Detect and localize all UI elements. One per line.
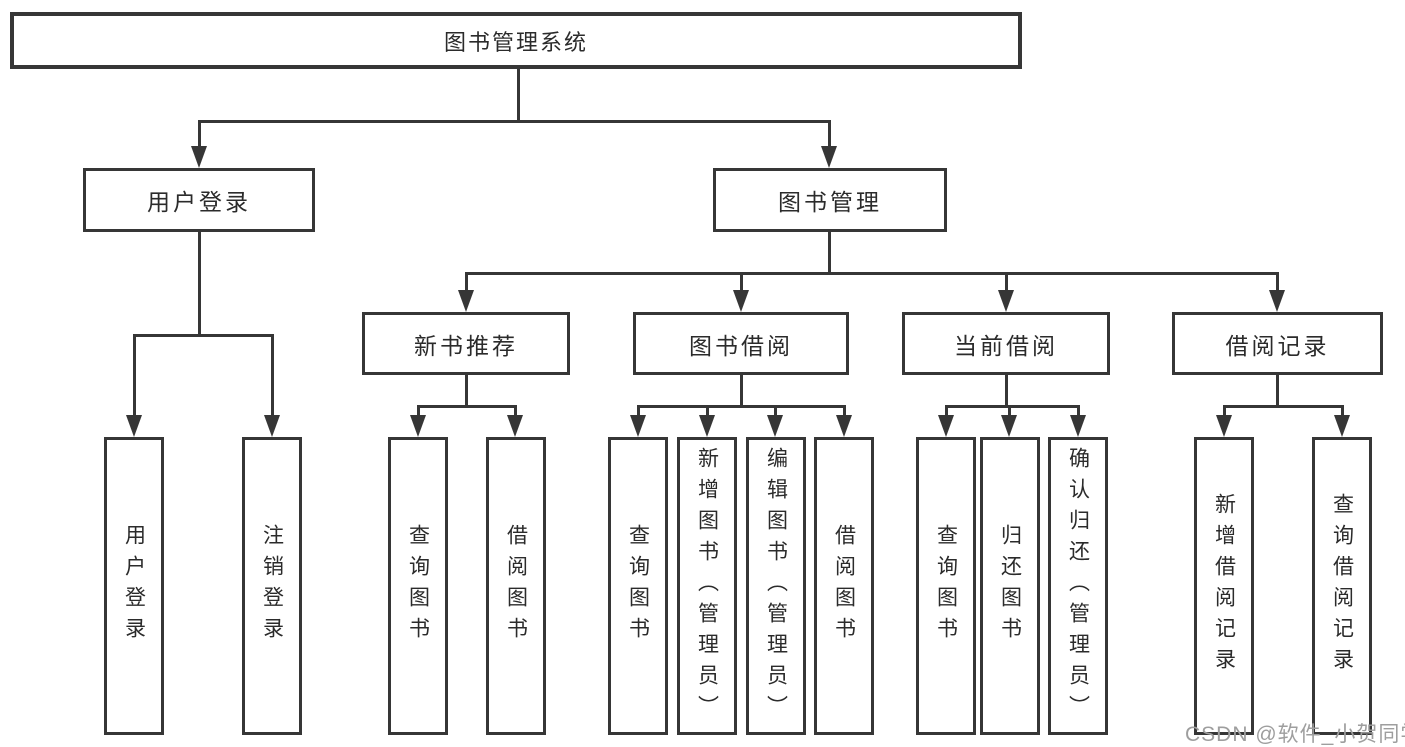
node-book-borrowing: 图书借阅 [633,312,849,375]
connector-line [417,405,420,418]
leaf-query-borrow-record: 查询借阅记录 [1312,437,1372,735]
arrow-down-icon [1269,290,1285,312]
node-label: 注销登录 [260,524,284,648]
connector-line [1005,375,1008,408]
connector-line [465,375,468,408]
arrow-down-icon [733,290,749,312]
connector-line [133,334,274,337]
node-label: 归还图书 [998,524,1022,648]
arrow-down-icon [767,415,783,437]
watermark: CSDN @软件_小贺同学 [1185,723,1405,746]
node-label: 新书推荐 [414,332,518,359]
node-label: 图书管理系统 [443,29,588,55]
connector-line [198,120,831,123]
arrow-down-icon [264,415,280,437]
node-new-book-recommend: 新书推荐 [362,312,570,375]
connector-line [1223,405,1343,408]
node-label: 借阅图书 [504,524,528,648]
connector-line [133,334,136,419]
node-label: 确认归还（管理员） [1066,446,1090,726]
arrow-down-icon [630,415,646,437]
leaf-confirm-return-admin: 确认归还（管理员） [1048,437,1108,735]
arrow-down-icon [507,415,523,437]
arrow-down-icon [1001,415,1017,437]
connector-line [843,405,846,418]
connector-line [465,272,468,292]
node-label: 借阅图书 [832,524,856,648]
leaf-query-books-recommend: 查询图书 [388,437,448,735]
connector-line [198,120,201,148]
node-label: 图书管理 [778,189,882,215]
connector-line [1005,272,1008,292]
connector-line [637,405,845,408]
arrow-down-icon [821,146,837,168]
connector-line [271,334,274,419]
node-label: 当前借阅 [954,332,1058,359]
node-label: 新增借阅记录 [1212,493,1236,679]
connector-line [740,272,743,292]
node-label: 用户登录 [122,524,146,648]
connector-line [1008,405,1011,418]
node-book-management: 图书管理 [713,168,947,232]
connector-line [828,232,831,275]
arrow-down-icon [938,415,954,437]
node-label: 查询借阅记录 [1330,493,1354,679]
arrow-down-icon [1334,415,1350,437]
leaf-logout: 注销登录 [242,437,302,735]
node-label: 借阅记录 [1225,332,1330,359]
leaf-add-borrow-record: 新增借阅记录 [1194,437,1254,735]
node-book-management-system: 图书管理系统 [10,12,1022,69]
arrow-down-icon [126,415,142,437]
connector-line [517,69,520,123]
connector-line [1341,405,1344,418]
node-current-borrowing: 当前借阅 [902,312,1110,375]
connector-line [945,405,948,418]
node-label: 图书借阅 [689,332,793,359]
leaf-user-login: 用户登录 [104,437,164,735]
arrow-down-icon [998,290,1014,312]
leaf-borrow-books-borrowing: 借阅图书 [814,437,874,735]
node-label: 用户登录 [147,189,251,215]
connector-line [706,405,709,418]
leaf-add-books-admin: 新增图书（管理员） [677,437,737,735]
connector-line [514,405,517,418]
connector-line [740,375,743,408]
leaf-query-books-current: 查询图书 [916,437,976,735]
arrow-down-icon [410,415,426,437]
connector-line [774,405,777,418]
node-label: 编辑图书（管理员） [764,446,788,726]
connector-line [945,405,1079,408]
connector-line [637,405,640,418]
connector-line [198,232,201,337]
leaf-query-books-borrowing: 查询图书 [608,437,668,735]
node-label: 查询图书 [406,524,430,648]
arrow-down-icon [458,290,474,312]
connector-line [417,405,517,408]
arrow-down-icon [1070,415,1086,437]
node-label: 查询图书 [626,524,650,648]
node-user-login: 用户登录 [83,168,315,232]
connector-line [1077,405,1080,418]
connector-line [1223,405,1226,418]
arrow-down-icon [699,415,715,437]
connector-line [1276,272,1279,292]
leaf-return-books: 归还图书 [980,437,1040,735]
connector-line [828,120,831,148]
node-label: 新增图书（管理员） [695,446,719,726]
arrow-down-icon [836,415,852,437]
node-label: 查询图书 [934,524,958,648]
leaf-edit-books-admin: 编辑图书（管理员） [746,437,806,735]
arrow-down-icon [1216,415,1232,437]
connector-line [465,272,1279,275]
connector-line [1276,375,1279,408]
node-borrowing-records: 借阅记录 [1172,312,1383,375]
arrow-down-icon [191,146,207,168]
leaf-borrow-books-recommend: 借阅图书 [486,437,546,735]
